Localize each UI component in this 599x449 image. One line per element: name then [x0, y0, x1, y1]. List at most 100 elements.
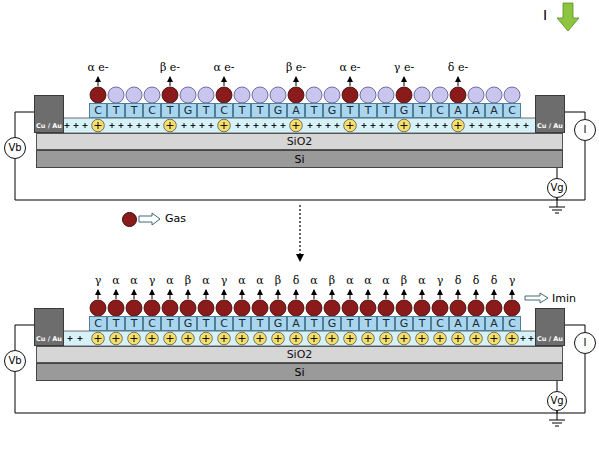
electron-arrow	[296, 77, 297, 86]
charge-carrier	[110, 332, 123, 345]
gas-molecule	[144, 300, 160, 316]
charge-carrier	[290, 332, 303, 345]
node-text: Cu / Au	[36, 123, 62, 130]
dna-base: A	[485, 316, 503, 331]
charge-carrier	[398, 332, 411, 345]
dna-base: C	[143, 103, 161, 118]
dna-base: G	[395, 316, 413, 331]
charge-plus	[68, 336, 73, 341]
gas-molecule	[270, 300, 286, 316]
circuit-wire	[15, 325, 34, 350]
charge-plus	[203, 335, 210, 342]
gas-molecule	[270, 87, 286, 103]
annotation-label: γ	[509, 275, 516, 286]
gas-molecule	[432, 300, 448, 316]
annotation-label: α	[256, 275, 263, 286]
electrode: Cu / Au	[34, 95, 64, 133]
electron-arrow	[458, 290, 459, 299]
gas-molecule	[288, 87, 304, 103]
gas-molecule	[126, 300, 142, 316]
charge-plus	[509, 335, 516, 342]
charge-plus	[365, 335, 372, 342]
charge-plus	[347, 122, 354, 129]
charge-plus	[389, 123, 394, 128]
gas-molecule	[252, 300, 268, 316]
charge-plus	[515, 123, 520, 128]
dna-base: T	[197, 316, 215, 331]
gas-molecule	[378, 87, 394, 103]
node-text: T	[239, 318, 246, 329]
charge-plus	[146, 123, 151, 128]
charge-carrier	[308, 332, 321, 345]
annotation-label: β	[275, 275, 281, 286]
annotation-label: γ	[95, 275, 102, 286]
annotation-label: β	[329, 275, 335, 286]
electron-arrow	[98, 290, 99, 299]
charge-plus	[329, 335, 336, 342]
gas-molecule	[306, 300, 322, 316]
charge-plus	[236, 123, 241, 128]
annotation-label: δ e-	[448, 62, 468, 73]
dna-base: T	[251, 103, 269, 118]
charge-carrier	[236, 332, 249, 345]
charge-plus	[401, 335, 408, 342]
charge-plus	[119, 123, 124, 128]
charge-plus	[416, 123, 421, 128]
dna-base: T	[125, 316, 143, 331]
dna-base: T	[233, 316, 251, 331]
gas-molecule	[342, 87, 358, 103]
gas-molecule	[90, 300, 106, 316]
circuit-wire	[565, 325, 585, 332]
charge-plus	[200, 123, 205, 128]
charge-carrier	[344, 119, 357, 132]
charge-carrier	[452, 332, 465, 345]
charge-carrier	[164, 119, 177, 132]
charge-plus	[293, 122, 300, 129]
charge-plus	[425, 123, 430, 128]
electron-arrow	[188, 290, 189, 299]
charge-plus	[455, 122, 462, 129]
charge-plus	[137, 123, 142, 128]
ground-symbol	[549, 413, 565, 426]
electron-arrow	[296, 290, 297, 299]
node-text: A	[490, 318, 498, 329]
node-text: G	[328, 318, 337, 329]
charge-carrier	[452, 119, 465, 132]
transition-arrowhead	[296, 254, 304, 262]
node-text: A	[454, 105, 462, 116]
annotation-label: β e-	[160, 62, 180, 73]
dna-base: T	[377, 103, 395, 118]
electrode: Cu / Au	[34, 308, 64, 346]
annotation-label: δ	[293, 275, 300, 286]
gas-molecule	[378, 300, 394, 316]
annotation-label: γ	[437, 275, 444, 286]
charge-plus	[110, 123, 115, 128]
dna-base: T	[341, 316, 359, 331]
gas-molecule	[234, 87, 250, 103]
charge-plus	[281, 123, 286, 128]
dna-base: A	[449, 316, 467, 331]
charge-plus	[83, 123, 88, 128]
node-text: A	[454, 318, 462, 329]
charge-plus	[473, 335, 480, 342]
gas-molecule	[486, 87, 502, 103]
dna-base: T	[305, 103, 323, 118]
dna-base: A	[467, 316, 485, 331]
legend-swatch	[122, 212, 137, 227]
gas-molecule	[180, 87, 196, 103]
charge-plus	[78, 336, 83, 341]
charge-carrier	[92, 332, 105, 345]
charge-plus	[272, 123, 277, 128]
dna-base: A	[449, 103, 467, 118]
ground-symbol	[549, 200, 565, 213]
charge-plus	[335, 123, 340, 128]
substrate-layer: Si	[36, 150, 563, 168]
electron-arrow	[224, 77, 225, 86]
charge-plus	[131, 335, 138, 342]
annotation-label: α e-	[87, 62, 108, 73]
dna-base: G	[323, 316, 341, 331]
dna-base: G	[395, 103, 413, 118]
charge-carrier	[272, 332, 285, 345]
charge-plus	[371, 123, 376, 128]
annotation-label: δ	[455, 275, 462, 286]
